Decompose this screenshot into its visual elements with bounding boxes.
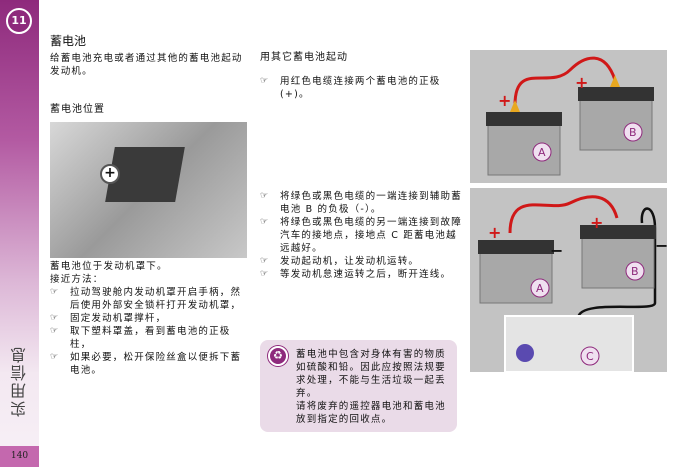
location-heading: 蓄电池位置	[50, 104, 105, 115]
label-a: A	[538, 146, 546, 159]
recycle-warning-icon: ♻	[268, 346, 288, 366]
list-item: 将绿色或黑色电缆的另一端连接到故障汽车的接地点，接地点 C 距蓄电池越远越好。	[260, 216, 465, 255]
page-title: 蓄电池	[50, 34, 87, 48]
jump-step-1: 用红色电缆连接两个蓄电池的正极(+)。	[260, 75, 465, 101]
plus-sign: +	[590, 213, 603, 232]
page-number: 140	[0, 446, 39, 467]
list-item: 等发动机怠速运转之后，断开连线。	[260, 268, 465, 281]
list-item: 用红色电缆连接两个蓄电池的正极(+)。	[260, 75, 465, 101]
intro-text: 给蓄电池充电或者通过其他的蓄电池起动发动机。	[50, 53, 243, 77]
engine-bay-photo: +	[50, 122, 247, 258]
chapter-title: 实用信息	[10, 345, 29, 417]
location-sentence: 蓄电池位于发动机罩下。	[50, 261, 168, 272]
list-item: 发动起动机，让发动机运转。	[260, 255, 465, 268]
list-item: 如果必要，松开保险丝盒以便拆下蓄电池。	[50, 351, 250, 377]
jump-start-heading: 用其它蓄电池起动	[260, 52, 348, 63]
location-text: 蓄电池位于发动机罩下。 接近方法： 拉动驾驶舱内发动机罩开启手柄，然后使用外部安…	[50, 260, 250, 377]
access-label: 接近方法：	[50, 274, 104, 285]
access-steps: 拉动驾驶舱内发动机罩开启手柄，然后使用外部安全锁杆打开发动机罩， 固定发动机罩撑…	[50, 286, 250, 377]
plus-sign: +	[575, 73, 588, 92]
list-item: 固定发动机罩撑杆，	[50, 312, 250, 325]
plus-terminal-icon: +	[100, 164, 120, 184]
chapter-badge: 11	[6, 8, 32, 34]
warning-line-1: 蓄电池中包含对身体有害的物质如硫酸和铅。因此应按照法规要求处理，不能与生活垃圾一…	[296, 349, 446, 399]
warning-line-2: 请将废弃的遥控器电池和蓄电池放到指定的回收点。	[296, 401, 446, 425]
list-item: 取下塑料罩盖，看到蓄电池的正极柱，	[50, 325, 250, 351]
warning-text: 蓄电池中包含对身体有害的物质如硫酸和铅。因此应按照法规要求处理，不能与生活垃圾一…	[296, 348, 451, 426]
warning-box: ♻ 蓄电池中包含对身体有害的物质如硫酸和铅。因此应按照法规要求处理，不能与生活垃…	[260, 340, 457, 432]
diagram-ground-connection: A B C + + − −	[470, 188, 668, 373]
plus-sign: +	[488, 223, 501, 242]
minus-sign: −	[655, 236, 667, 255]
list-item: 将绿色或黑色电缆的一端连接到辅助蓄电池 B 的负极（-）。	[260, 190, 465, 216]
label-c: C	[586, 350, 594, 363]
list-item: 拉动驾驶舱内发动机罩开启手柄，然后使用外部安全锁杆打开发动机罩，	[50, 286, 250, 312]
label-b: B	[629, 126, 637, 139]
jump-steps: 将绿色或黑色电缆的一端连接到辅助蓄电池 B 的负极（-）。 将绿色或黑色电缆的另…	[260, 190, 465, 281]
label-b: B	[631, 265, 639, 278]
minus-sign: −	[550, 241, 563, 260]
chapter-sidebar	[0, 0, 39, 467]
label-a: A	[536, 282, 544, 295]
plus-sign: +	[498, 91, 511, 110]
diagram-positive-connection: A B + +	[470, 50, 667, 183]
